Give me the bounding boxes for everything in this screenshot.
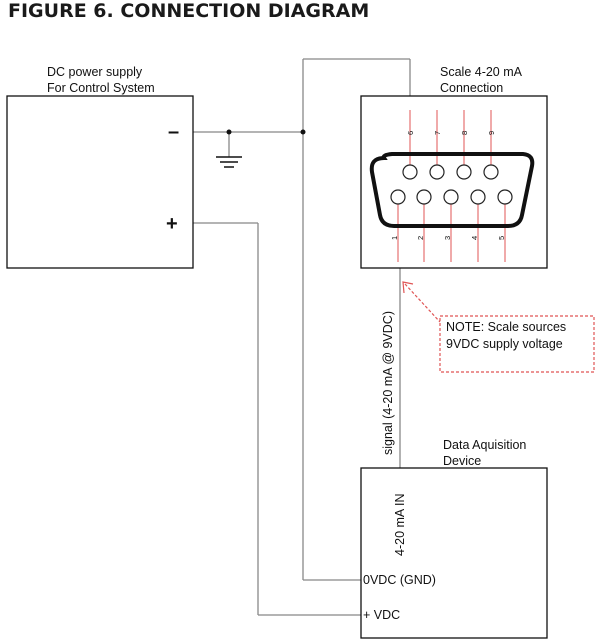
note-arrow-icon	[402, 281, 441, 323]
junction-dot	[300, 129, 306, 135]
pin-6-number: 6	[406, 131, 415, 135]
db9-shell	[369, 152, 535, 228]
pin-3-contact	[443, 189, 459, 205]
ground-icon	[216, 156, 242, 168]
minus-terminal-label: –	[168, 121, 179, 143]
signal-label: signal (4-20 mA @ 9VDC)	[381, 311, 395, 455]
daq-input-label: 4-20 mA IN	[393, 493, 407, 556]
power-supply-label-2: For Control System	[47, 81, 155, 95]
pin-6-contact	[402, 164, 418, 180]
pin-5-number: 5	[497, 236, 506, 240]
note-line-1: NOTE: Scale sources	[446, 320, 566, 334]
power-supply-label-1: DC power supply	[47, 65, 143, 79]
pin-7-number: 7	[433, 131, 442, 135]
daq-label-1: Data Aquisition	[443, 438, 526, 452]
note-line-2: 9VDC supply voltage	[446, 337, 563, 351]
pin-5-contact	[497, 189, 513, 205]
pin-2-contact	[416, 189, 432, 205]
wiring	[193, 58, 411, 616]
plus-terminal-label: +	[166, 213, 178, 235]
daq-box	[360, 467, 548, 639]
junction-dot	[226, 129, 232, 135]
pin-8-contact	[456, 164, 472, 180]
daq-label-2: Device	[443, 454, 481, 468]
pin-9-number: 9	[487, 131, 496, 135]
scale-connector-box	[360, 95, 548, 269]
pin-4-number: 4	[470, 236, 479, 240]
pin-7-contact	[429, 164, 445, 180]
pin-4-contact	[470, 189, 486, 205]
scale-label-1: Scale 4-20 mA	[440, 65, 523, 79]
note-box	[439, 315, 595, 373]
pin-1-number: 1	[390, 236, 399, 240]
pin-1-contact	[390, 189, 406, 205]
pin-8-number: 8	[460, 131, 469, 135]
pin-9-contact	[483, 164, 499, 180]
pin-3-number: 3	[443, 236, 452, 240]
daq-gnd-label: 0VDC (GND)	[363, 573, 436, 587]
figure-title: FIGURE 6. CONNECTION DIAGRAM	[8, 0, 369, 22]
power-supply-box	[6, 95, 194, 269]
scale-label-2: Connection	[440, 81, 503, 95]
daq-vdc-label: + VDC	[363, 608, 400, 622]
db9-connector: 6 7 8 9 1 2 3 4 5	[369, 110, 535, 262]
pin-2-number: 2	[416, 236, 425, 240]
